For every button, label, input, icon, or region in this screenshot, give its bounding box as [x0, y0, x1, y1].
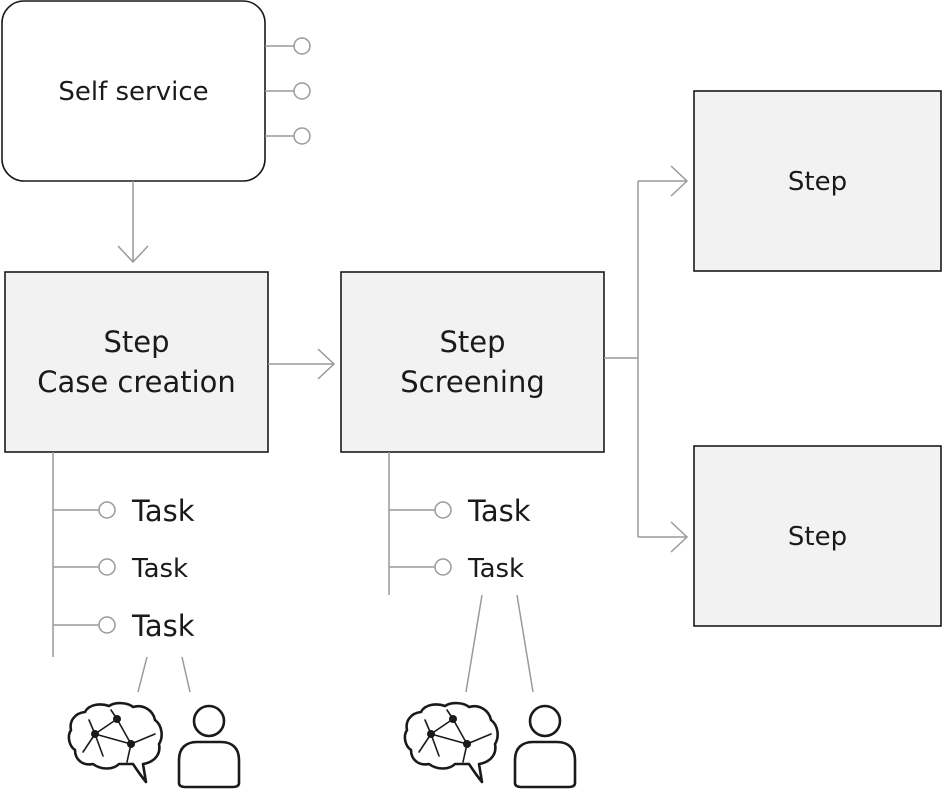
port-circle: [293, 82, 311, 100]
task-item[interactable]: Task: [389, 494, 531, 528]
task-label: Task: [467, 554, 524, 584]
step-case-creation-subtitle: Case creation: [37, 365, 236, 399]
step-screening-node[interactable]: Step Screening: [340, 271, 605, 453]
step-screening-subtitle: Screening: [400, 365, 545, 399]
self-service-label: Self service: [58, 77, 208, 107]
task-item[interactable]: Task: [53, 554, 188, 584]
brain-icon: [67, 701, 163, 784]
arrow-to-step-bottom: [670, 521, 689, 553]
step-screening-title: Step: [439, 325, 505, 359]
step-bottom-right-label: Step: [788, 522, 847, 552]
step-case-creation-title: Step: [103, 325, 169, 359]
task-label: Task: [131, 494, 195, 528]
task-label: Task: [467, 494, 531, 528]
brain-icon: [403, 701, 499, 784]
task-label: Task: [131, 554, 188, 584]
task-item[interactable]: Task: [53, 609, 195, 643]
port-circle: [293, 127, 311, 145]
port-circle: [293, 37, 311, 55]
case-creation-actor-links: [137, 656, 191, 693]
arrow-to-step-top: [670, 165, 689, 197]
person-icon: [513, 704, 577, 789]
branch-connector: [604, 165, 689, 553]
self-service-node[interactable]: Self service: [1, 0, 266, 182]
task-item[interactable]: Task: [389, 554, 524, 584]
task-label: Task: [131, 609, 195, 643]
arrow-case-creation-to-screening: [268, 348, 336, 380]
step-top-right-node[interactable]: Step: [693, 90, 942, 272]
person-icon: [177, 704, 241, 789]
step-case-creation-node[interactable]: Step Case creation: [4, 271, 269, 453]
step-top-right-label: Step: [788, 167, 847, 197]
self-service-ports: [265, 37, 311, 145]
step-bottom-right-node[interactable]: Step: [693, 445, 942, 627]
case-creation-task-list: Task Task Task: [52, 452, 195, 657]
arrow-self-service-to-case-creation: [117, 181, 149, 264]
screening-actor-links: [465, 594, 534, 693]
task-item[interactable]: Task: [53, 494, 195, 528]
screening-task-list: Task Task: [388, 452, 531, 595]
